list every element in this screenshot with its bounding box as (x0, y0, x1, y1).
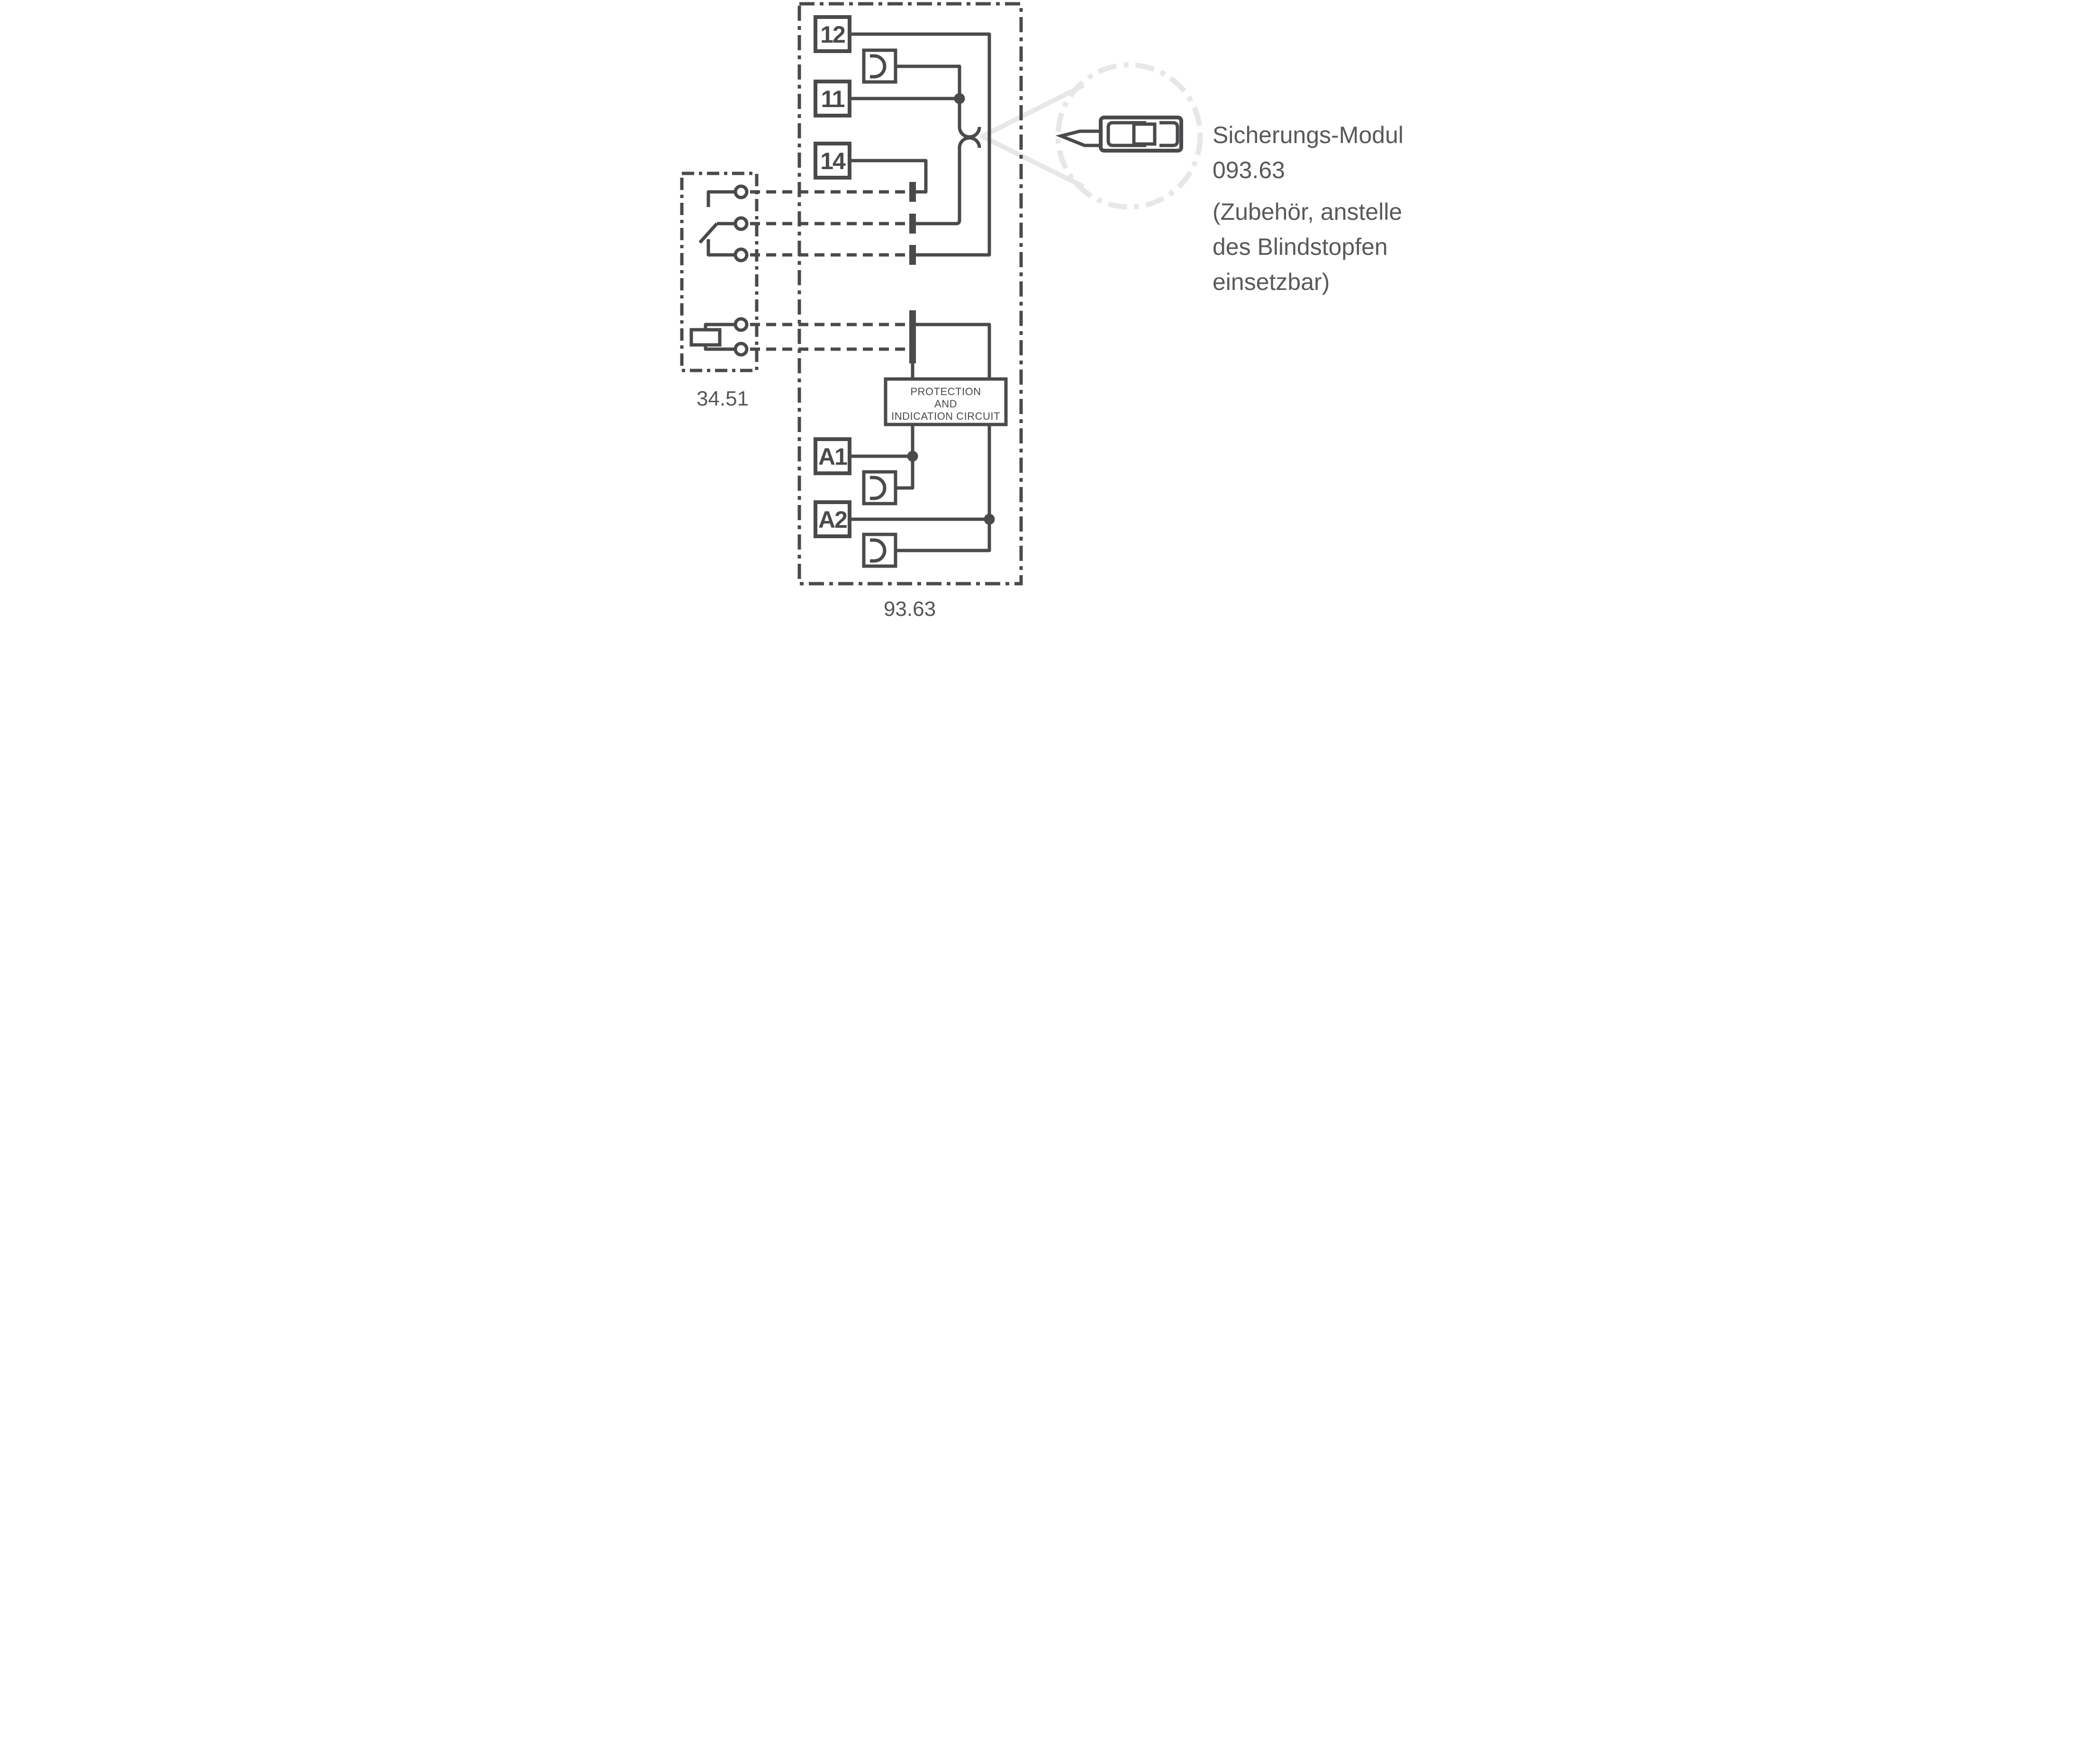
terminal-label-12: 12 (820, 21, 845, 48)
socket-contact-arc-a2 (870, 538, 887, 563)
socket-outline-93-63 (797, 2, 1023, 586)
wire-14 (850, 159, 928, 194)
protection-text-line-1: PROTECTION (910, 386, 981, 397)
socket-contact-box-a2 (862, 533, 897, 568)
terminal-label-a1: A1 (818, 443, 847, 470)
callout-text-line-1: Sicherungs-Modul (1213, 122, 1403, 148)
fuse-module-inner-contour (1106, 121, 1146, 147)
relay-34-51 (680, 171, 759, 372)
terminal-label-14: 14 (820, 148, 846, 174)
terminal-box-11 (814, 80, 851, 117)
fuse-module-window (1132, 122, 1157, 146)
fuse-module-callout (980, 62, 1203, 210)
callout-pointer-lines (980, 83, 1085, 189)
protection-text-line-3: INDICATION CIRCUIT (891, 410, 1000, 422)
clamp-bar-a2 (909, 335, 916, 363)
clamp-bar-12 (909, 245, 916, 265)
protection-box-outline (884, 377, 1008, 426)
socket-wiring (850, 32, 995, 552)
terminal-box-12 (814, 15, 851, 53)
fuse-link-upper-hook (958, 99, 981, 139)
socket-contact-box-top (862, 48, 897, 84)
terminal-box-a1 (814, 437, 851, 475)
terminal-boxes: 12 11 14 A1 A2 (814, 15, 851, 538)
junction-dot-11 (954, 93, 965, 104)
wire-coil-feed-right (916, 323, 991, 379)
callout-dashdot-circle (1055, 62, 1203, 210)
relay-coil-symbol (689, 328, 722, 347)
clamp-bar-14 (909, 182, 916, 202)
socket-ref-label: 93.63 (884, 597, 936, 619)
relay-contact-nc-wire (706, 190, 735, 207)
callout-text-line-2: 093.63 (1213, 157, 1285, 183)
terminal-label-a2: A2 (818, 506, 847, 533)
callout-text-block: Sicherungs-Modul 093.63 (Zubehör, anstel… (1213, 122, 1403, 295)
relay-coil-wire-top (704, 323, 735, 330)
wire-12 (850, 32, 991, 257)
fuse-module-drawing (1055, 116, 1183, 153)
relay-pin-circle-2 (733, 216, 749, 231)
plug-connection-dashes (750, 190, 909, 351)
callout-text-line-4: des Blindstopfen (1213, 234, 1388, 260)
wire-contact-top (885, 64, 961, 99)
relay-outline-34-51 (680, 171, 759, 372)
terminal-box-a2 (814, 500, 851, 538)
wiring-diagram: 12 11 14 A1 A2 PROTECTION AND INDICATION… (680, 2, 1403, 619)
relay-pin-circle-3 (733, 247, 749, 262)
relay-coil-pin-circle-2 (733, 342, 749, 357)
terminal-clamp-bars (909, 182, 916, 363)
socket-contact-symbols (862, 48, 897, 568)
relay-ref-label: 34.51 (697, 387, 749, 410)
clamp-bar-a1 (909, 310, 916, 339)
wiring-diagram-page: 12 11 14 A1 A2 PROTECTION AND INDICATION… (679, 0, 1421, 619)
socket-contact-arc-a1 (870, 476, 887, 500)
relay-contact-no-wire (706, 239, 735, 257)
fuse-link-lower-hook (916, 136, 981, 226)
protection-circuit-box: PROTECTION AND INDICATION CIRCUIT (884, 377, 1008, 426)
junction-dot-a1 (907, 451, 918, 462)
junction-dot-a2 (984, 514, 995, 525)
relay-pin-circle-1 (733, 184, 749, 199)
callout-text-line-5: einsetzbar) (1213, 269, 1330, 295)
terminal-box-14 (814, 142, 851, 180)
fuse-module-inner-contour-right (1159, 121, 1179, 147)
terminal-label-11: 11 (821, 86, 845, 112)
relay-coil-pin-circle-1 (733, 317, 749, 332)
fuse-module-blade (1055, 129, 1103, 147)
clamp-bar-11 (909, 214, 916, 234)
socket-contact-arc-top (870, 54, 887, 79)
wire-protection-right-out (885, 424, 991, 552)
relay-contact-blade (698, 222, 718, 244)
socket-contact-box-a1 (862, 470, 897, 505)
protection-text-line-2: AND (934, 398, 957, 410)
callout-text-line-3: (Zubehör, anstelle (1213, 199, 1402, 225)
